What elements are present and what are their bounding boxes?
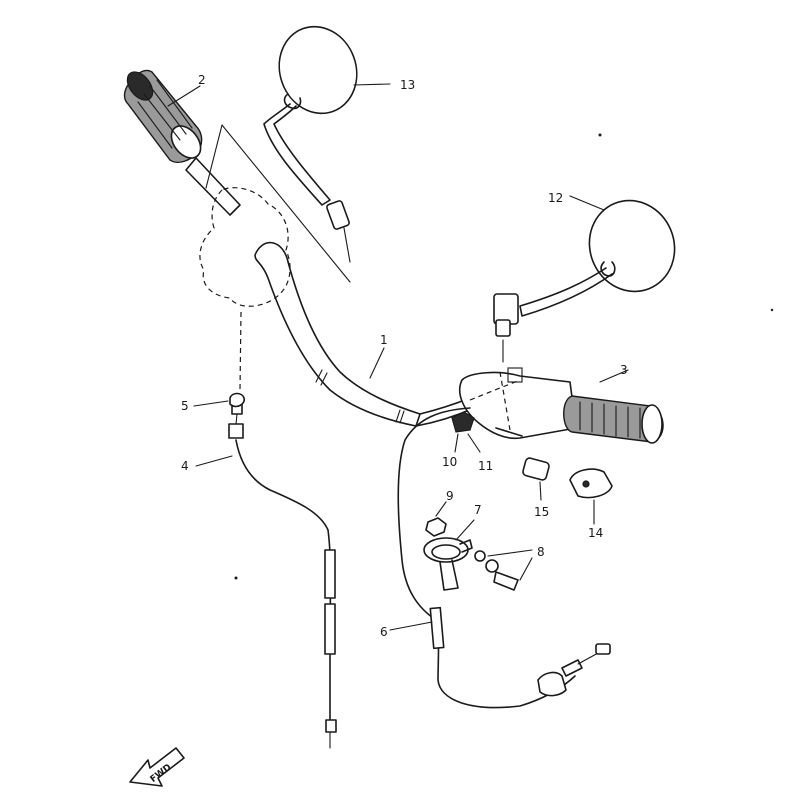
callout-10: 10 xyxy=(442,455,457,469)
callout-8: 8 xyxy=(537,545,545,559)
throttle-cable xyxy=(195,401,337,749)
callout-5: 5 xyxy=(181,399,189,413)
callout-3: 3 xyxy=(620,363,628,377)
part-5-clip xyxy=(193,392,246,408)
callout-13: 13 xyxy=(400,78,415,92)
callout-2: 2 xyxy=(198,73,206,87)
callout-1: 1 xyxy=(380,333,388,347)
callout-labels: 1 2 3 4 5 6 7 8 9 10 11 12 13 14 15 xyxy=(167,73,628,639)
part-7-holder xyxy=(423,519,475,591)
callout-14: 14 xyxy=(588,526,603,540)
forward-arrow: FWD xyxy=(129,747,185,787)
mirror-left xyxy=(263,25,391,263)
part-9-nut xyxy=(425,501,447,537)
callout-9: 9 xyxy=(446,489,454,503)
part-15-switch xyxy=(522,457,550,501)
clutch-cable xyxy=(389,407,611,709)
callout-11: 11 xyxy=(478,459,493,473)
mirror-right xyxy=(493,195,676,363)
handlebar xyxy=(185,157,475,427)
throttle-housing-outline xyxy=(199,124,351,391)
callout-4: 4 xyxy=(181,459,189,473)
part-14-switch xyxy=(569,468,613,525)
part-10-11-clamp xyxy=(451,411,481,453)
callout-7: 7 xyxy=(474,503,482,517)
left-grip xyxy=(123,69,203,164)
callout-12: 12 xyxy=(548,191,563,205)
callout-6: 6 xyxy=(380,625,388,639)
right-grip-assembly xyxy=(458,367,664,444)
part-8-bolts xyxy=(474,549,533,591)
callout-15: 15 xyxy=(534,505,549,519)
